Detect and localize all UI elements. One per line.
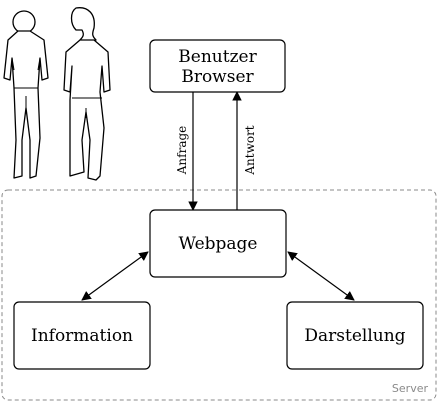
webpage-darstellung-link	[287, 251, 355, 301]
information-label: Information	[31, 326, 133, 346]
browser-label-line2: Browser	[181, 67, 254, 87]
users-silhouette-icon	[3, 7, 111, 181]
server-boundary	[1, 189, 437, 401]
information-node: Information	[13, 301, 151, 370]
browser-node: Benutzer Browser	[149, 39, 286, 93]
webpage-node: Webpage	[149, 209, 287, 278]
darstellung-node: Darstellung	[286, 301, 424, 370]
webpage-information-link	[81, 251, 149, 301]
response-label: Antwort	[243, 125, 257, 175]
man-figure-icon	[3, 10, 49, 179]
server-label: Server	[392, 382, 429, 395]
darstellung-label: Darstellung	[304, 326, 405, 346]
request-label: Anfrage	[175, 126, 189, 176]
woman-figure-icon	[63, 7, 111, 181]
webpage-label: Webpage	[179, 234, 258, 254]
browser-label-line1: Benutzer	[178, 47, 257, 67]
